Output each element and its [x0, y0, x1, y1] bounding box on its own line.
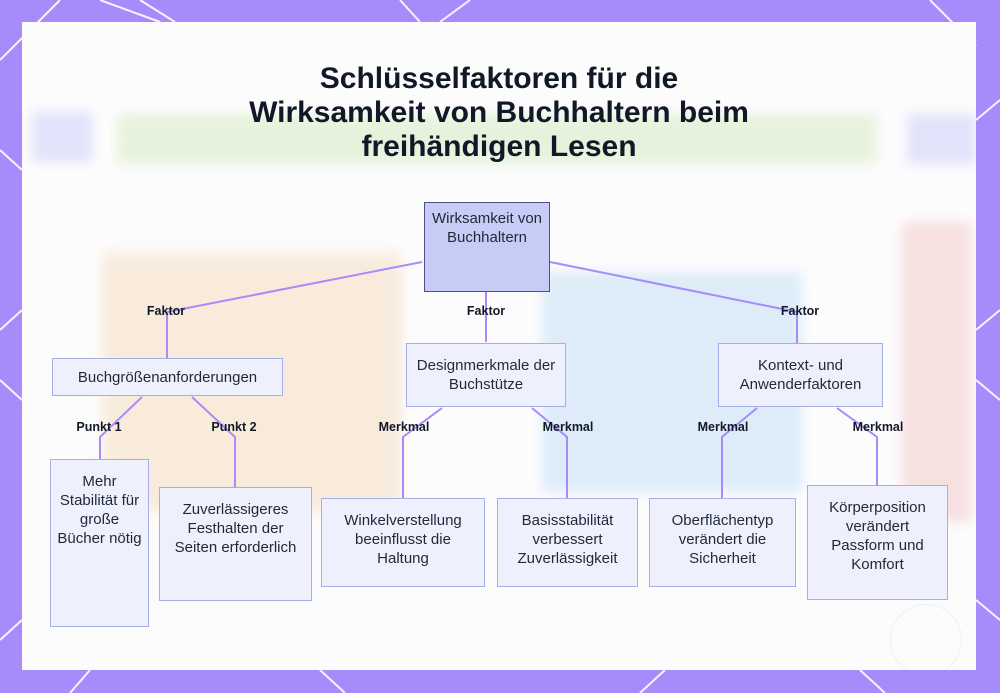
edge-context-posture — [836, 407, 878, 485]
edge-design-angle — [402, 407, 443, 498]
node-angle: Winkelverstellung beeinflusst die Haltun… — [321, 498, 485, 587]
edge-design-base — [531, 407, 568, 498]
edge-label-feature-2: Merkmal — [542, 420, 594, 434]
node-design: Designmerkmale der Buchstütze — [406, 343, 566, 407]
edge-label-point-2: Punkt 2 — [211, 420, 257, 434]
diagram-title: Schlüsselfaktoren für die Wirksamkeit vo… — [22, 62, 976, 164]
node-book-size: Buchgrößenanforderungen — [52, 358, 283, 396]
watermark-icon — [890, 604, 962, 670]
edge-label-feature-3: Merkmal — [697, 420, 749, 434]
edge-root-context — [549, 261, 798, 313]
diagram-card: Schlüsselfaktoren für die Wirksamkeit vo… — [22, 22, 976, 670]
edge-root-booksize — [166, 261, 423, 313]
edge-label-factor-1: Faktor — [146, 304, 186, 318]
node-surface: Oberflächentyp verändert die Sicherheit — [649, 498, 796, 587]
edge-label-factor-3: Faktor — [780, 304, 820, 318]
title-line-3: freihändigen Lesen — [361, 130, 637, 163]
title-line-2: Wirksamkeit von Buchhaltern beim — [249, 96, 749, 129]
edge-label-feature-4: Merkmal — [852, 420, 904, 434]
edge-label-factor-2: Faktor — [466, 304, 506, 318]
edge-label-point-1: Punkt 1 — [76, 420, 122, 434]
edge-booksize-pagehold — [191, 396, 236, 487]
node-root: Wirksamkeit von Buchhaltern — [424, 202, 550, 292]
node-context: Kontext- und Anwenderfaktoren — [718, 343, 883, 407]
node-stability: Mehr Stabilität für große Bücher nötig — [50, 459, 149, 627]
node-posture: Körperposition verändert Passform und Ko… — [807, 485, 948, 600]
node-base: Basisstabilität verbessert Zuverlässigke… — [497, 498, 638, 587]
edge-label-feature-1: Merkmal — [378, 420, 430, 434]
node-page-hold: Zuverlässigeres Festhalten der Seiten er… — [159, 487, 312, 601]
edges — [99, 261, 878, 498]
edge-context-surface — [721, 407, 758, 498]
edge-booksize-stability — [99, 396, 143, 459]
title-line-1: Schlüsselfaktoren für die — [319, 62, 679, 95]
